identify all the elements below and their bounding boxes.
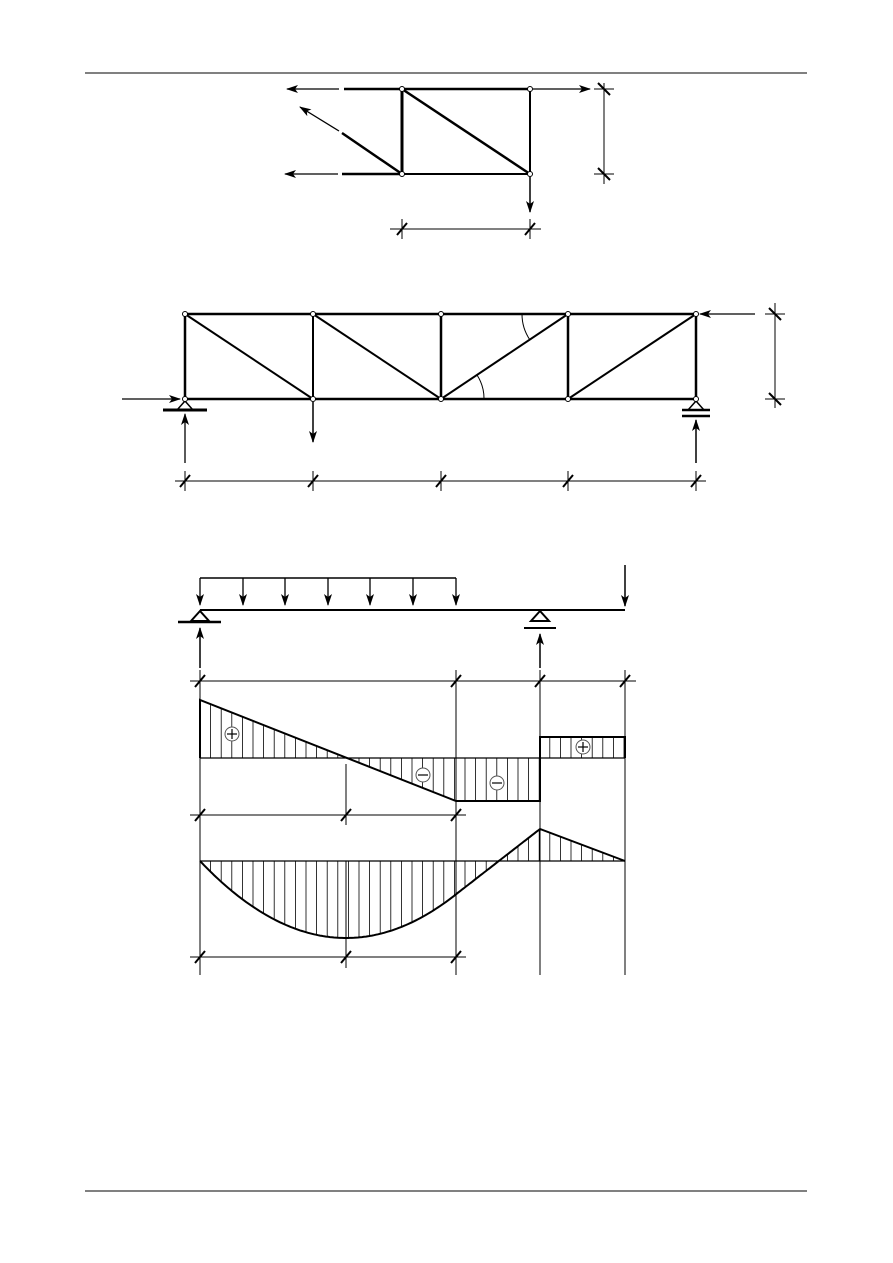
beam-figure xyxy=(178,565,636,975)
dim-tick xyxy=(450,950,462,964)
moment-diagram xyxy=(190,827,626,968)
truss-node xyxy=(399,171,405,177)
truss-node xyxy=(399,86,405,92)
dim-ticks xyxy=(194,805,462,825)
shear-hatching xyxy=(199,700,625,801)
truss-figure xyxy=(122,303,785,491)
truss-node xyxy=(438,311,444,317)
distributed-load-arrows xyxy=(196,578,460,606)
dim-tick xyxy=(340,950,352,964)
dim-tick xyxy=(179,474,191,488)
dim-tick xyxy=(194,950,206,964)
shear-diagram xyxy=(190,698,626,825)
truss-node xyxy=(182,311,188,317)
dim-tick xyxy=(562,474,574,488)
diagonal xyxy=(567,313,697,400)
pin-support-left xyxy=(188,609,212,622)
angle-arc-bottom xyxy=(476,374,485,400)
truss-node xyxy=(565,311,571,317)
dim-tick xyxy=(340,808,352,822)
truss-node xyxy=(438,396,444,402)
truss-node xyxy=(310,396,316,402)
dim-tick xyxy=(768,307,782,321)
dim-tick xyxy=(307,474,319,488)
moment-hatching xyxy=(210,829,625,938)
truss-node xyxy=(527,171,533,177)
dim-tick xyxy=(435,474,447,488)
diagonal xyxy=(184,313,314,400)
diagonal xyxy=(312,313,442,400)
diagonal xyxy=(440,313,569,400)
dim-tick xyxy=(524,222,536,236)
cut-diagonal-member xyxy=(341,131,403,176)
roller-support-right xyxy=(686,399,706,411)
dim-ticks xyxy=(194,947,462,967)
dim-tick xyxy=(396,222,408,236)
dim-tick xyxy=(450,808,462,822)
truss-node xyxy=(693,396,699,402)
span-ticks xyxy=(179,471,702,491)
angle-arc-top xyxy=(521,313,531,341)
truss-node xyxy=(310,311,316,317)
moment-curve xyxy=(199,827,626,939)
truss-section-figure xyxy=(284,82,614,239)
dim-tick xyxy=(768,392,782,406)
truss-node xyxy=(527,86,533,92)
dim-tick xyxy=(690,474,702,488)
shear-outline xyxy=(199,698,626,802)
truss-node xyxy=(182,396,188,402)
truss-node xyxy=(565,396,571,402)
dim-tick xyxy=(597,82,611,96)
truss-node xyxy=(693,311,699,317)
diagonal xyxy=(401,87,531,176)
dim-tick xyxy=(194,808,206,822)
pin-support-middle xyxy=(528,609,552,622)
dim-tick xyxy=(597,167,611,181)
force-arrow-diagonal xyxy=(299,106,340,132)
